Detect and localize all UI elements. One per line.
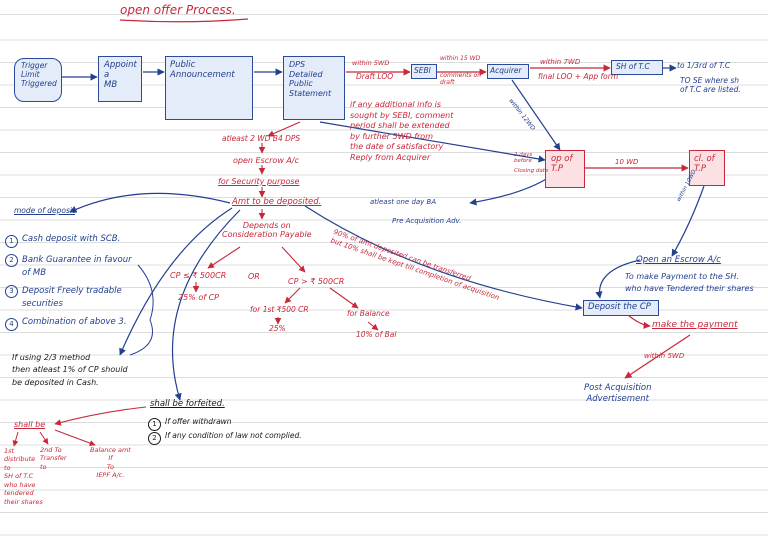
label-within-7wd: within 7WD <box>540 58 581 66</box>
circle-4: 4 <box>5 318 18 331</box>
circle-1: 1 <box>5 235 18 248</box>
op-tp-box: op of T.P <box>545 150 585 188</box>
cl-tp-box: cl. of T.P <box>689 150 725 186</box>
note-sebi: if any additional info is sought by SEBI… <box>350 100 454 162</box>
mode-3: Deposit Freely tradable securities <box>22 286 122 309</box>
sebi-box-text: SEBI <box>414 66 431 75</box>
arrow-acquirer-optp <box>511 79 561 151</box>
note-cp-le: CP ≤ ₹ 500CR <box>170 271 227 280</box>
note-open-escrow: open Escrow A/c <box>233 156 299 165</box>
arrow-bal-10 <box>367 321 379 331</box>
arrow-cpgt-first <box>284 287 301 304</box>
note-atleast-2wd: atleast 2 WD B4 DPS <box>222 134 301 143</box>
acquirer-box-text: Acquirer <box>490 66 522 75</box>
note-cp-gt: CP > ₹ 500CR <box>288 277 345 286</box>
mode-1: Cash deposit with SCB. <box>22 234 121 244</box>
arrow-dps-atleast <box>267 121 301 137</box>
arrow-amt-method <box>119 207 233 356</box>
public-box: Public Announcement <box>165 56 253 120</box>
sh-tc-box-text: SH of T.C <box>616 62 650 71</box>
op-tp-box-text: op of T.P <box>551 154 573 175</box>
arrow-amt-forfeited <box>171 209 241 401</box>
arrow-cpgt-bal <box>329 287 359 309</box>
deposit-cp-box: Deposit the CP <box>583 300 659 316</box>
note-balance-amt: Balance amt If To IEPF A/c. <box>90 446 131 480</box>
label-within-5wd-b: within 5WD <box>644 352 685 360</box>
note-make-payment-note: To make Payment to the SH. who have Tend… <box>625 272 754 293</box>
circle-forf-2: 2 <box>148 432 161 445</box>
arrow-dps-optp <box>319 121 546 163</box>
sebi-box: SEBI <box>411 64 437 79</box>
appoint-box: Appoint a MB <box>98 56 142 102</box>
note-make-payment: make the payment <box>652 320 738 330</box>
circle-forf-1: 1 <box>148 418 161 431</box>
label-draft-lod: Draft LOO <box>356 72 394 81</box>
arrow-depends-cple <box>207 246 241 269</box>
note-10-bal: 10% of Bal <box>356 330 397 339</box>
trigger-box: Trigger Limit Triggered <box>14 58 62 102</box>
public-box-text: Public Announcement <box>170 60 235 81</box>
arrow-shallbe-transfer <box>39 431 49 445</box>
label-within-15wd: within 15 WD <box>440 55 481 62</box>
note-open-escrow-2: Open an Escrow A/c <box>636 255 721 265</box>
note-depends: Depends on Consideration Payable <box>222 221 312 240</box>
arrow-deposit-payment <box>627 314 651 329</box>
label-two-days: 2 days before <box>514 152 533 165</box>
dps-box-text: DPS Detailed Public Statement <box>289 60 332 98</box>
arrow-shallbe-dist <box>12 431 19 447</box>
note-distribute: 1st distribute to SH of T.C who have ten… <box>4 447 43 506</box>
acquirer-box: Acquirer <box>487 64 529 79</box>
sh-tc-box: SH of T.C <box>611 60 663 75</box>
arrow-note-deposit <box>595 259 641 299</box>
deposit-cp-box-text: Deposit the CP <box>588 302 651 312</box>
note-mode-deposit: mode of deposit <box>14 206 75 215</box>
arrow-optp-preacq <box>469 177 549 206</box>
note-shall-be: shall be <box>14 420 46 429</box>
label-atleast-one-day: atleast one day BA <box>370 198 437 206</box>
arrow-amt-mode <box>69 192 231 213</box>
note-or: OR <box>248 272 260 281</box>
note-25-cp: 25% of CP <box>178 293 219 302</box>
circle-2: 2 <box>5 254 18 267</box>
note-balance: for Balance <box>347 309 390 318</box>
label-comments-draft: comments on draft <box>440 72 482 86</box>
forf-1: If offer withdrawn <box>165 417 232 426</box>
arrow-depends-cpgt <box>281 246 306 273</box>
arrow-cltp-escrow <box>671 185 705 257</box>
note-to-se: TO SE where sh of T.C are listed. <box>680 76 741 94</box>
trigger-box-text: Trigger Limit Triggered <box>21 61 57 88</box>
note-amt-deposited: Amt to be deposited. <box>232 197 322 207</box>
arrow-amt-depositcp <box>304 205 583 311</box>
note-forfeited: shall be forfeited. <box>150 399 225 409</box>
arrow-payment-postacq <box>624 334 691 379</box>
cl-tp-box-text: cl. of T.P <box>694 154 715 175</box>
circle-3: 3 <box>5 285 18 298</box>
dps-box: DPS Detailed Public Statement <box>283 56 345 120</box>
label-10wd: 10 WD <box>615 158 639 166</box>
page-title: open offer Process. <box>120 3 236 17</box>
arrow-shallbe-balance <box>54 429 96 446</box>
label-to-1-3: to 1/3rd of T.C <box>677 61 731 70</box>
appoint-box-text: Appoint a MB <box>104 60 137 91</box>
note-first-500: for 1st ₹500 CR <box>250 305 309 314</box>
note-25: 25% <box>269 324 286 333</box>
label-final-lod: final LOO + App form <box>538 72 619 81</box>
forf-2: If any condition of law not complied. <box>165 431 302 440</box>
label-pre-acq: Pre Acquisition Adv. <box>392 217 462 225</box>
note-post-acq: Post Acquisition Advertisement <box>584 383 652 405</box>
brace-method <box>129 264 154 356</box>
title-underline <box>119 18 249 23</box>
mode-2: Bank Guarantee in favour of MB <box>22 255 132 278</box>
note-to-transfer: 2nd To Transfer to <box>40 446 67 471</box>
mode-4: Combination of above 3. <box>22 317 127 327</box>
arrow-forfeited-shallbe <box>54 406 147 426</box>
label-closing-date: Closing date <box>514 168 549 174</box>
note-using-2-3: If using 2/3 method then atleast 1% of C… <box>12 353 128 387</box>
note-security: for Security purpose <box>218 177 300 186</box>
label-within-5wd: within 5WD <box>352 59 390 67</box>
